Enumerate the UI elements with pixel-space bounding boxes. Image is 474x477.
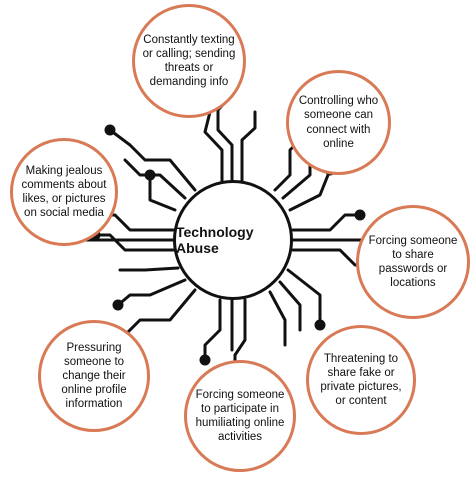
bubble-passwords-locations: Forcing someone to share passwords or lo…: [356, 205, 470, 319]
bubble-threatening-pictures: Threatening to share fake or private pic…: [306, 325, 416, 435]
bubble-text: Making jealous comments about likes, or …: [21, 164, 107, 220]
bubble-jealous-comments: Making jealous comments about likes, or …: [10, 138, 118, 246]
bubble-text: Constantly texting or calling; sending t…: [142, 33, 236, 89]
bubble-text: Forcing someone to share passwords or lo…: [368, 234, 458, 290]
center-hub: Technology Abuse: [173, 180, 293, 300]
bubble-text: Pressuring someone to change their onlin…: [61, 341, 127, 411]
bubble-humiliating-activities: Forcing someone to participate in humili…: [184, 360, 296, 472]
bubble-texting-calling: Constantly texting or calling; sending t…: [132, 4, 246, 118]
bubble-text: Forcing someone to participate in humili…: [195, 388, 285, 444]
bubble-profile-information: Pressuring someone to change their onlin…: [38, 320, 150, 432]
bubble-text: Controlling who someone can connect with…: [298, 95, 379, 150]
center-label: Technology Abuse: [176, 224, 254, 256]
bubble-text: Threatening to share fake or private pic…: [320, 352, 402, 408]
bubble-controlling-connections: Controlling who someone can connect with…: [286, 70, 391, 175]
